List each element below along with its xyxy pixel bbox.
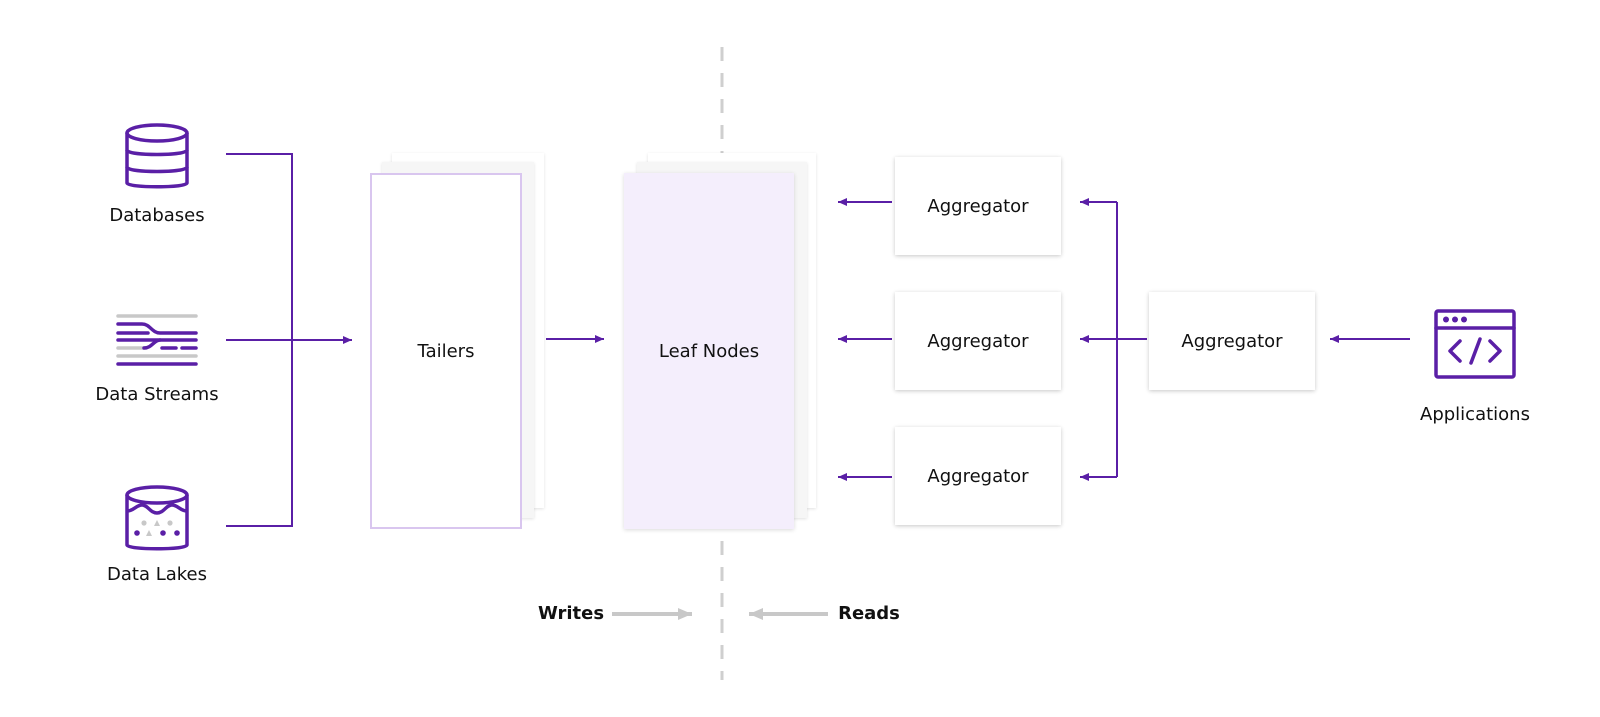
- aggregator-middle: Aggregator: [895, 292, 1061, 390]
- reads-label: Reads: [838, 603, 900, 624]
- aggregator-middle-label: Aggregator: [927, 330, 1029, 352]
- tailers-box: Tailers: [370, 173, 522, 529]
- aggregator-root-label: Aggregator: [1181, 330, 1283, 352]
- root-aggregator-connector: [1080, 198, 1147, 481]
- code-window-icon: [1434, 309, 1516, 379]
- data-streams-label: Data Streams: [95, 384, 219, 405]
- aggregator-top-label: Aggregator: [927, 195, 1029, 217]
- database-icon: [124, 123, 190, 193]
- databases-label: Databases: [109, 205, 205, 226]
- aggregator-root: Aggregator: [1149, 292, 1315, 390]
- tailers-label: Tailers: [417, 340, 475, 362]
- applications-label: Applications: [1420, 404, 1530, 425]
- leaf-nodes-box: Leaf Nodes: [624, 173, 794, 529]
- data-lake-icon: [124, 485, 190, 555]
- aggregator-bottom-label: Aggregator: [927, 465, 1029, 487]
- aggregator-bottom: Aggregator: [895, 427, 1061, 525]
- data-lakes-label: Data Lakes: [107, 564, 207, 585]
- data-streams-icon: [116, 313, 198, 367]
- writes-label: Writes: [537, 603, 605, 624]
- leaf-nodes-label: Leaf Nodes: [658, 340, 760, 362]
- source-connector: [226, 153, 352, 527]
- aggregator-top: Aggregator: [895, 157, 1061, 255]
